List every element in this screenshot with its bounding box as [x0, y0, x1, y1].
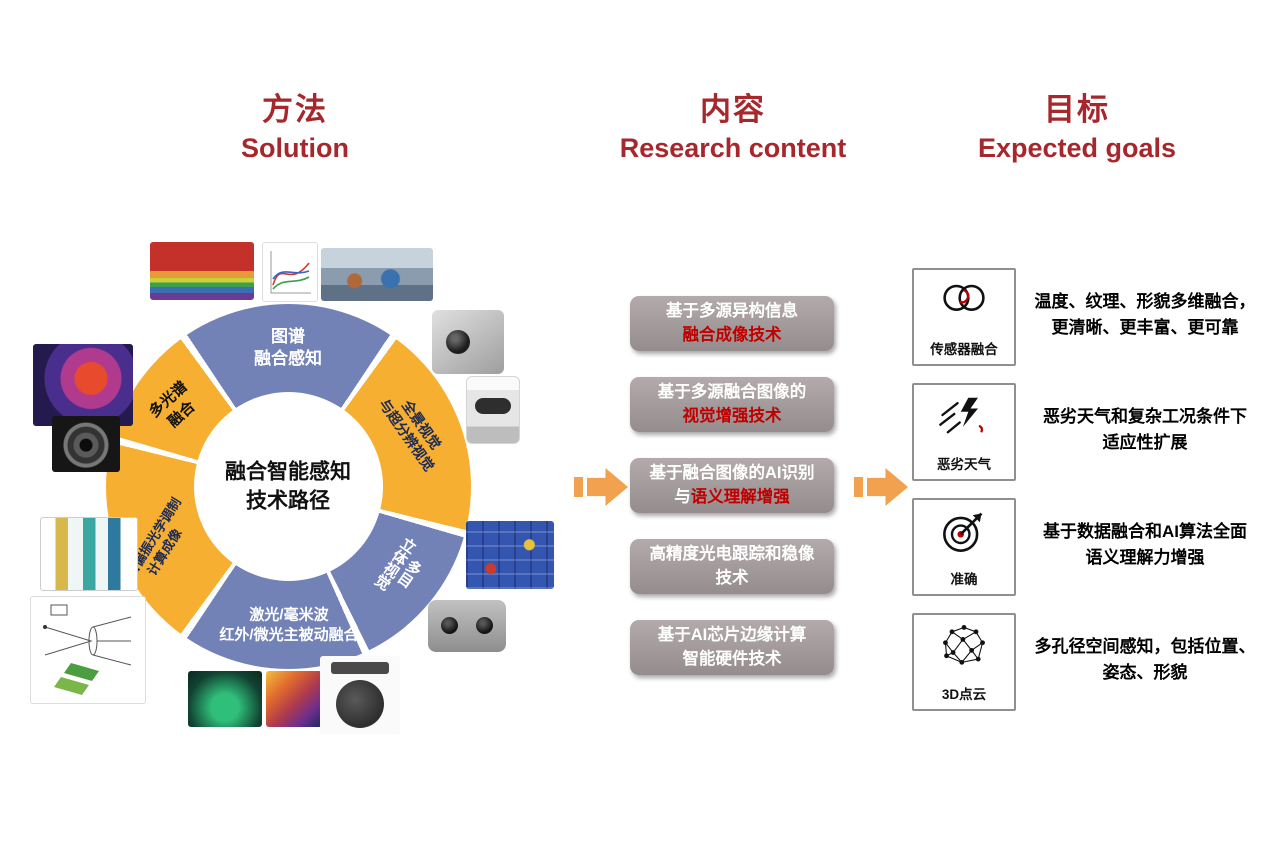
multi-lens-cube-camera-photo — [432, 310, 504, 374]
goal-box-3d-point-cloud: 3D点云 — [912, 613, 1016, 711]
research-box-ai-recognition: 基于融合图像的AI识别 与语义理解增强 — [630, 458, 834, 513]
segment-label-line: 图谱 — [271, 326, 305, 346]
wheel-center-line2: 技术路径 — [246, 490, 330, 513]
goal-desc-line: 基于数据融合和AI算法全面 — [1043, 522, 1247, 541]
goal-caption: 准确 — [950, 572, 978, 587]
research-box-line1: 基于多源异构信息 — [666, 301, 798, 320]
research-box-line2: 融合成像技术 — [682, 325, 782, 344]
goal-caption: 恶劣天气 — [937, 457, 991, 472]
spectral-cube-photo — [150, 242, 254, 300]
depth-blocks-photo — [466, 521, 554, 589]
research-box-line2: 智能硬件技术 — [682, 649, 782, 668]
spectral-curves-svg — [270, 251, 311, 294]
goal-desc-line: 姿态、形貌 — [1102, 663, 1188, 683]
flow-arrow-solution-to-content — [574, 468, 628, 506]
research-box-line1: 高精度光电跟踪和稳像 — [649, 544, 815, 563]
gimbal-camera-photo — [320, 656, 400, 734]
research-box-line1: 基于融合图像的AI识别 — [649, 463, 815, 482]
goals-header-zh: 目标 — [1044, 92, 1110, 127]
harsh-weather-icon — [914, 392, 1014, 438]
arrow-head-icon — [867, 468, 908, 506]
research-header-en: Research content — [619, 133, 847, 163]
polarization-module-photo — [40, 517, 138, 591]
point-cloud-icon — [914, 622, 1014, 670]
research-box-line2: 与语义理解增强 — [674, 486, 790, 510]
solution-wheel-center — [194, 392, 383, 581]
goal-description-accuracy: 基于数据融合和AI算法全面 语义理解力增强 — [1022, 519, 1268, 572]
research-box-edge-computing: 基于AI芯片边缘计算 智能硬件技术 — [630, 620, 834, 675]
thermal-image-photo — [266, 671, 322, 727]
optical-path-diagram — [30, 596, 146, 704]
goal-desc-line: 适应性扩展 — [1102, 433, 1188, 453]
goal-box-sensor-fusion: 传感器融合 — [912, 268, 1016, 366]
solution-column-header: 方法 Solution — [165, 84, 425, 164]
goal-box-accuracy: 准确 — [912, 498, 1016, 596]
research-box-line2: 技术 — [715, 568, 749, 587]
wheel-segment-map-fusion: 图谱 融合感知 — [254, 326, 322, 370]
panorama-photo — [321, 248, 433, 301]
segment-label-line: 红外/微光主被动融合 — [219, 626, 359, 643]
camera-lens-photo — [52, 416, 120, 472]
multispectral-thermal-photo — [33, 344, 133, 426]
goal-box-harsh-weather: 恶劣天气 — [912, 383, 1016, 481]
research-box-line2-red: 语义理解增强 — [690, 487, 790, 506]
goal-caption: 3D点云 — [941, 687, 987, 702]
goal-desc-line: 多孔径空间感知，包括位置、 — [1034, 637, 1256, 656]
segment-label-line: 融合感知 — [254, 349, 322, 368]
goal-caption: 传感器融合 — [930, 342, 998, 357]
wheel-segment-laser-fusion: 激光/毫米波 红外/微光主被动融合 — [219, 606, 358, 645]
research-box-line2: 视觉增强技术 — [682, 406, 782, 425]
goal-desc-line: 恶劣天气和复杂工况条件下 — [1043, 407, 1247, 426]
goal-description-point-cloud: 多孔径空间感知，包括位置、 姿态、形貌 — [1022, 634, 1268, 687]
research-header-zh: 内容 — [700, 92, 766, 127]
solution-header-zh: 方法 — [262, 92, 328, 127]
research-box-fusion-imaging: 基于多源异构信息 融合成像技术 — [630, 296, 834, 351]
sensor-fusion-icon — [914, 277, 1014, 323]
goals-column-header: 目标 Expected goals — [927, 84, 1227, 164]
goal-description-sensor-fusion: 温度、纹理、形貌多维融合， 更清晰、更丰富、更可靠 — [1022, 289, 1268, 342]
solution-header-en: Solution — [241, 133, 349, 163]
goal-desc-line: 更清晰、更丰富、更可靠 — [1051, 318, 1239, 338]
goal-desc-line: 语义理解力增强 — [1085, 548, 1205, 568]
segment-label-line: 激光/毫米波 — [249, 606, 329, 624]
flow-arrow-content-to-goals — [854, 468, 908, 506]
arrow-bar — [574, 477, 583, 497]
research-box-line1: 基于AI芯片边缘计算 — [657, 625, 807, 644]
research-box-tracking-stabilization: 高精度光电跟踪和稳像 技术 — [630, 539, 834, 594]
goal-desc-line: 温度、纹理、形貌多维融合， — [1034, 292, 1256, 311]
spectral-curves-chart — [262, 242, 318, 302]
research-box-line1: 基于多源融合图像的 — [657, 382, 807, 401]
ptz-camera-photo — [466, 376, 520, 444]
optical-path-svg — [43, 604, 132, 695]
goal-description-harsh-weather: 恶劣天气和复杂工况条件下 适应性扩展 — [1022, 404, 1268, 457]
goals-header-en: Expected goals — [977, 133, 1177, 163]
accuracy-target-icon — [914, 507, 1014, 555]
stereo-camera-photo — [428, 600, 506, 652]
research-box-line2-prefix: 与 — [674, 487, 691, 506]
research-column-header: 内容 Research content — [563, 84, 903, 164]
night-vision-photo — [188, 671, 262, 727]
wheel-center-line1: 融合智能感知 — [225, 460, 351, 484]
wheel-center-label: 融合智能感知 技术路径 — [225, 458, 351, 517]
arrow-bar — [854, 477, 863, 497]
research-box-vision-enhancement: 基于多源融合图像的 视觉增强技术 — [630, 377, 834, 432]
arrow-head-icon — [587, 468, 628, 506]
